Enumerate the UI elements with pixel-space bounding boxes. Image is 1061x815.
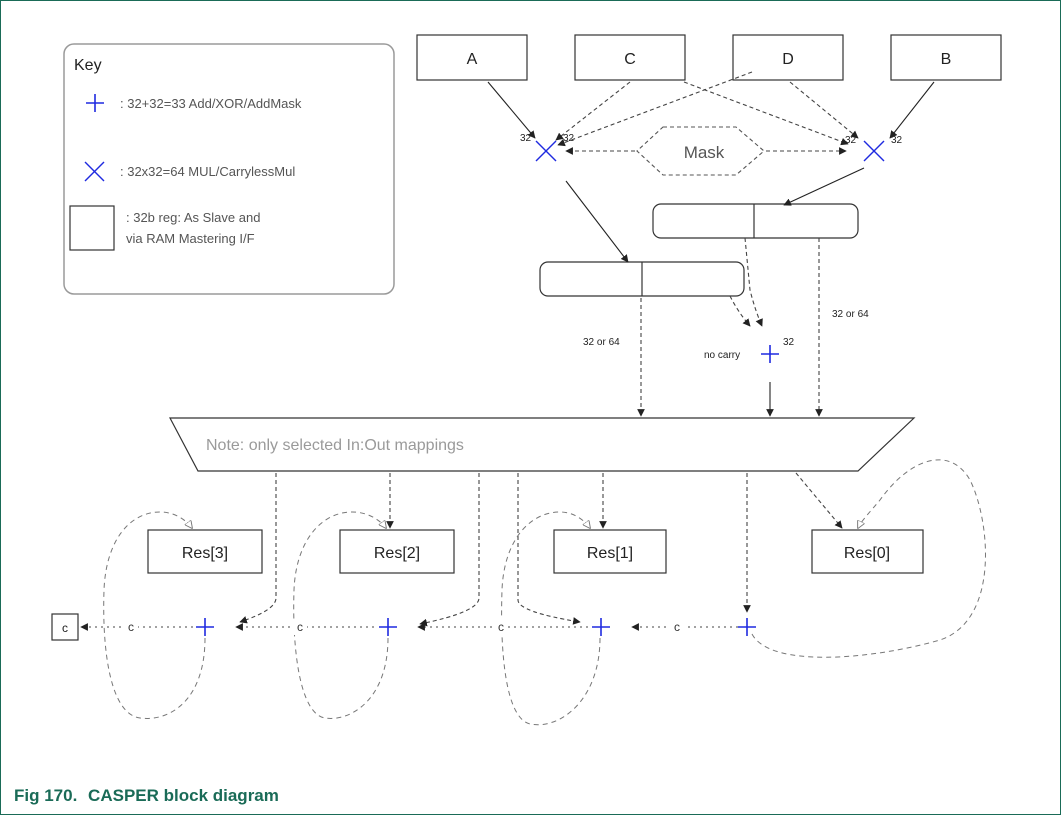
key-legend: Key : 32+32=33 Add/XOR/AddMask : 32x32=6…: [63, 43, 395, 295]
input-d-label: D: [782, 51, 794, 68]
feedback-loop-3: [103, 511, 206, 719]
input-c-label: C: [624, 51, 636, 68]
left-path-width-label: 32 or 64: [583, 337, 620, 348]
key-add-description: : 32+32=33 Add/XOR/AddMask: [120, 96, 302, 111]
mask-label: Mask: [684, 143, 725, 162]
figure-title: CASPER block diagram: [88, 786, 279, 805]
mask-hexagon: [636, 126, 765, 176]
feedback-loop-2: [293, 511, 389, 719]
register-icon: [69, 205, 115, 251]
input-connectors: [487, 71, 935, 147]
c-to-right-mul: [683, 81, 849, 146]
multiply-operator-icon: [84, 161, 105, 182]
right-multiply-icon: [863, 140, 885, 162]
adder-3: [196, 618, 214, 636]
left-mul-width-b: 32: [563, 133, 575, 144]
input-register-a: A: [416, 34, 528, 81]
mux-to-adder-2: [419, 473, 480, 627]
figure-caption: Fig 170. CASPER block diagram: [14, 786, 279, 806]
add-icon-2: [379, 618, 397, 636]
adder-width-label: 32: [783, 337, 795, 348]
mux-to-adder-3: [239, 473, 277, 624]
left-register-to-adder: [729, 295, 751, 327]
mux-note: Note: only selected In:Out mappings: [206, 437, 464, 454]
right-mul-width-a: 32: [845, 135, 857, 146]
left-mul-width-a: 32: [520, 133, 532, 144]
adder-0: [738, 618, 756, 636]
register-to-adder-paths: [729, 237, 774, 417]
input-register-c: C: [574, 34, 686, 81]
left-multiplier: 32 32: [520, 133, 575, 162]
right-product-register: [652, 203, 859, 239]
add-icon-3: [196, 618, 214, 636]
right-register-to-adder: [744, 237, 763, 327]
d-to-right-mul: [789, 81, 859, 139]
feedback-loop-0: [751, 459, 986, 658]
right-mul-width-b: 32: [891, 135, 903, 146]
carry-label-bg-0: [670, 619, 684, 635]
a-to-left-mul: [487, 81, 536, 139]
input-b-label: B: [941, 51, 952, 68]
result-register-0: Res[0]: [811, 529, 924, 574]
add-icon-no-carry: [761, 345, 779, 363]
b-to-right-mul: [889, 81, 935, 139]
key-title: Key: [74, 57, 102, 74]
key-mul-description: : 32x32=64 MUL/CarrylessMul: [120, 164, 295, 179]
mux-trapezoid: [169, 417, 916, 472]
key-reg-description-line2: via RAM Mastering I/F: [126, 231, 255, 246]
right-path-width-label: 32 or 64: [832, 309, 869, 320]
left-mul-to-register: [565, 180, 629, 263]
mux-to-res-0: [795, 472, 843, 529]
carry-label-2: c: [297, 620, 303, 634]
add-icon-1: [592, 618, 610, 636]
output-mux: Note: only selected In:Out mappings: [169, 417, 916, 472]
res-3-label: Res[3]: [182, 545, 228, 562]
key-box: [63, 43, 395, 295]
left-product-register: [539, 261, 745, 297]
right-mul-to-register: [783, 167, 865, 206]
left-multiply-icon: [535, 140, 557, 162]
carry-label-bg-3: [124, 619, 138, 635]
key-reg-description-line1: : 32b reg: As Slave and: [126, 210, 260, 225]
input-register-b: B: [890, 34, 1002, 81]
carry-label-0: c: [674, 620, 680, 634]
feedback-loops: [103, 459, 986, 726]
res-0-label: Res[0]: [844, 545, 890, 562]
feedback-loop-1: [501, 511, 601, 726]
carry-label-3: c: [128, 620, 134, 634]
res-2-label: Res[2]: [374, 545, 420, 562]
figure-number: Fig 170.: [14, 786, 78, 805]
carry-label-bg-2: [293, 619, 307, 635]
result-register-1: Res[1]: [553, 529, 667, 574]
result-register-2: Res[2]: [339, 529, 455, 574]
c-to-left-mul: [555, 81, 631, 141]
carry-chain: c c c c c: [51, 613, 738, 641]
mask-block: Mask: [565, 126, 847, 176]
carry-out-label: c: [62, 621, 68, 635]
no-carry-label: no carry: [704, 350, 740, 361]
input-a-label: A: [467, 51, 478, 68]
result-register-3: Res[3]: [147, 529, 263, 574]
adder-2: [379, 618, 397, 636]
res-1-label: Res[1]: [587, 545, 633, 562]
carry-out-box: [51, 613, 79, 641]
mux-to-adder-1: [517, 473, 581, 625]
no-carry-adder: no carry 32: [704, 337, 795, 363]
mux-outputs: [239, 472, 843, 627]
right-multiplier: 32 32: [845, 135, 903, 162]
add-icon-0: [738, 618, 756, 636]
carry-label-1: c: [498, 620, 504, 634]
carry-label-bg-1: [494, 619, 508, 635]
add-operator-icon: [86, 94, 104, 112]
adder-1: [592, 618, 610, 636]
